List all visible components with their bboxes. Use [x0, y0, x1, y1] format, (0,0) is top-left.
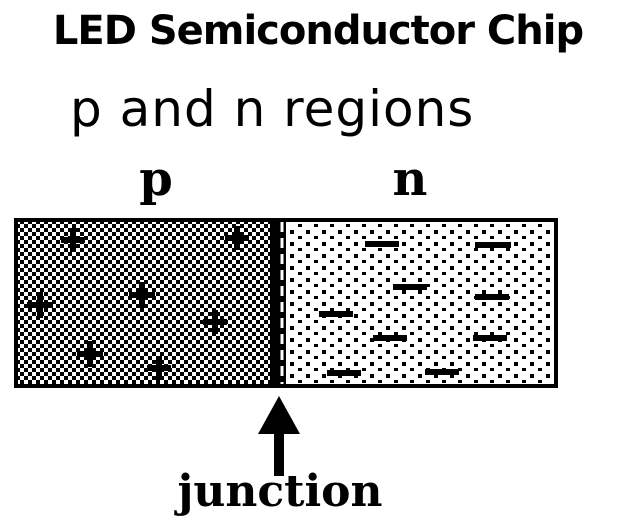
junction-arrow-head — [258, 396, 300, 434]
junction-arrow — [258, 396, 300, 476]
n-region — [290, 222, 554, 384]
n-region-fill — [290, 222, 554, 384]
junction-line — [270, 220, 286, 386]
p-region — [18, 222, 270, 384]
junction-label: junction — [160, 468, 400, 516]
